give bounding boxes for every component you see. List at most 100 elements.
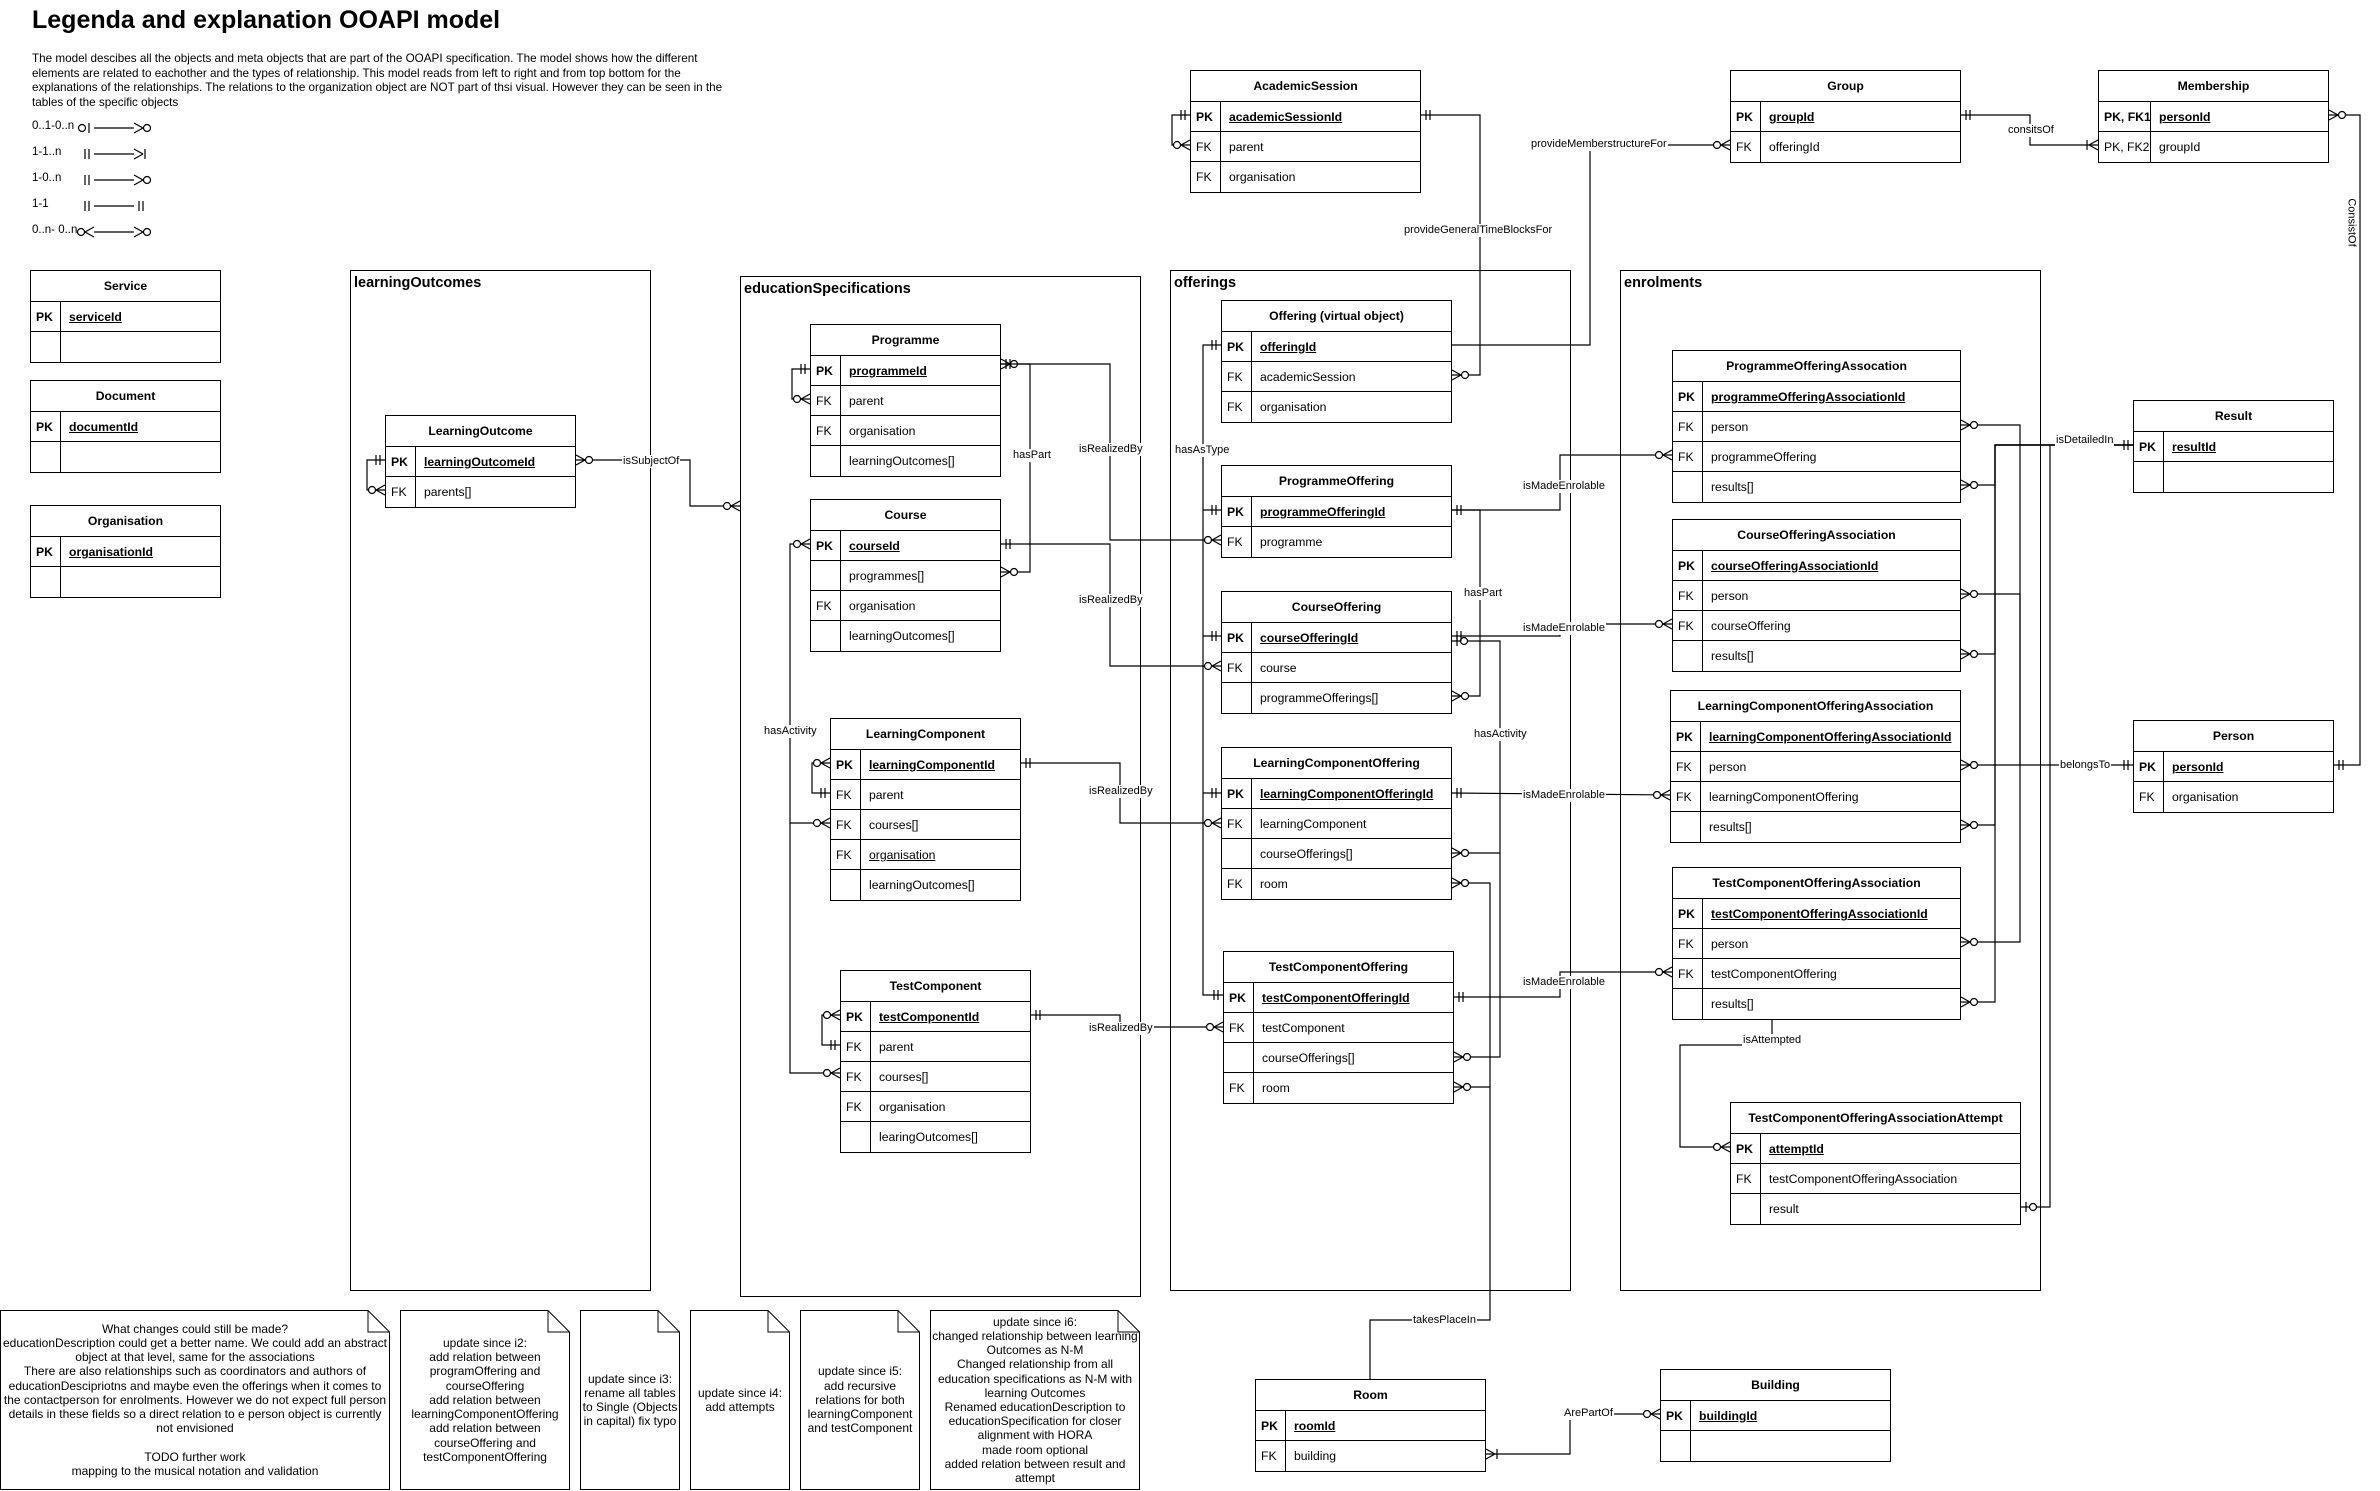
field-cell: testComponentOfferingId xyxy=(1262,991,1410,1005)
relation-label-provide-general-time-blocks-for: provideGeneralTimeBlocksFor xyxy=(1403,224,1554,237)
table-title: Course xyxy=(811,500,1000,531)
key-cell: PK xyxy=(1673,899,1703,928)
field-cell: testComponentOfferingAssociation xyxy=(1769,1172,1958,1186)
one-marker xyxy=(1180,110,1186,120)
legend-label: 1-0..n xyxy=(32,172,62,184)
note-shape xyxy=(800,1310,920,1490)
zero-many-marker xyxy=(722,500,741,512)
relationship-edge xyxy=(1961,765,2021,943)
key-cell: PK, FK2 xyxy=(2099,132,2151,162)
key-cell xyxy=(1673,989,1703,1019)
one-marker xyxy=(1965,110,1971,120)
zero-many-marker xyxy=(1654,449,1673,461)
field-cell: testComponentId xyxy=(879,1010,980,1024)
field-cell: courseOffering xyxy=(1711,619,1791,633)
field-cell: person xyxy=(1711,589,1749,603)
note-shape xyxy=(400,1310,570,1490)
relation-label-has-part: hasPart xyxy=(1012,449,1052,462)
relationship-edge xyxy=(1961,593,2021,765)
table-title: Organisation xyxy=(31,506,220,537)
field-cell: building xyxy=(1294,1449,1337,1463)
key-cell: PK xyxy=(1222,623,1252,652)
field-cell: course xyxy=(1260,661,1297,675)
field-cell: courses[] xyxy=(869,818,919,832)
one-marker xyxy=(2123,440,2129,450)
zero-many-marker xyxy=(1453,1081,1472,1093)
legend-to-marker xyxy=(133,148,146,160)
table-title: TestComponentOfferingAssociation xyxy=(1673,868,1960,899)
one-marker xyxy=(375,455,381,465)
zero-many-marker xyxy=(1654,618,1673,630)
key-cell: FK xyxy=(386,477,416,507)
relation-label-takes-place-in: takesPlaceIn xyxy=(1412,1314,1477,1327)
key-cell: PK xyxy=(31,412,61,441)
key-cell: FK xyxy=(1222,653,1252,682)
key-cell: FK xyxy=(1224,1013,1254,1042)
relation-label-is-detailed-in: isDetailedIn xyxy=(2055,434,2115,447)
table-row: FK course xyxy=(1222,653,1451,683)
zero-many-marker xyxy=(1712,139,1731,151)
legend-item: 1-1..n xyxy=(32,146,61,158)
note-text: update since i5: add recursive relations… xyxy=(807,1364,913,1436)
one-marker xyxy=(2123,760,2129,770)
field-cell: learningOutcomes[] xyxy=(869,878,975,892)
relationship-edge xyxy=(1486,1413,1660,1455)
note-card: update since i5: add recursive relations… xyxy=(800,1310,920,1490)
field-cell: organisation xyxy=(849,424,916,438)
table-row: results[] xyxy=(1671,812,1960,842)
table-row: learningOutcomes[] xyxy=(831,870,1020,900)
one-marker xyxy=(1035,1010,1041,1020)
table-row: programmes[] xyxy=(811,561,1000,591)
key-cell: FK xyxy=(1673,959,1703,988)
legend-item: 0..n- 0..n xyxy=(32,224,77,236)
field-cell: programmeOfferings[] xyxy=(1260,691,1379,705)
table-title: Document xyxy=(31,381,220,412)
container-label: enrolments xyxy=(1624,275,1703,291)
field-cell: programme xyxy=(1260,535,1323,549)
field-cell: courseOfferingAssociationId xyxy=(1711,559,1879,573)
table-title: Programme xyxy=(811,325,1000,356)
zero-many-marker xyxy=(1654,966,1673,978)
key-cell: FK xyxy=(811,591,841,620)
note-text: update since i4: add attempts xyxy=(697,1385,783,1414)
field-cell xyxy=(61,567,69,597)
key-cell: PK xyxy=(811,531,841,560)
one-marker xyxy=(1456,631,1462,641)
field-cell: personId xyxy=(2159,110,2211,124)
key-cell: FK xyxy=(1673,611,1703,640)
note-card: update since i2: add relation between pr… xyxy=(400,1310,570,1490)
table-title: ProgrammeOfferingAssocation xyxy=(1673,351,1960,382)
one-marker xyxy=(1211,340,1217,350)
table-row: programmeOfferings[] xyxy=(1222,683,1451,713)
table-title: LearningComponentOfferingAssociation xyxy=(1671,691,1960,722)
key-cell: PK xyxy=(1661,1401,1691,1430)
legend-from-marker xyxy=(84,149,90,159)
key-cell: FK xyxy=(841,1062,871,1091)
field-cell: results[] xyxy=(1711,480,1754,494)
key-cell xyxy=(811,561,841,590)
zero-many-marker xyxy=(1205,1021,1224,1033)
table-title: Group xyxy=(1731,71,1960,102)
relationship-edge xyxy=(1369,882,1491,1379)
